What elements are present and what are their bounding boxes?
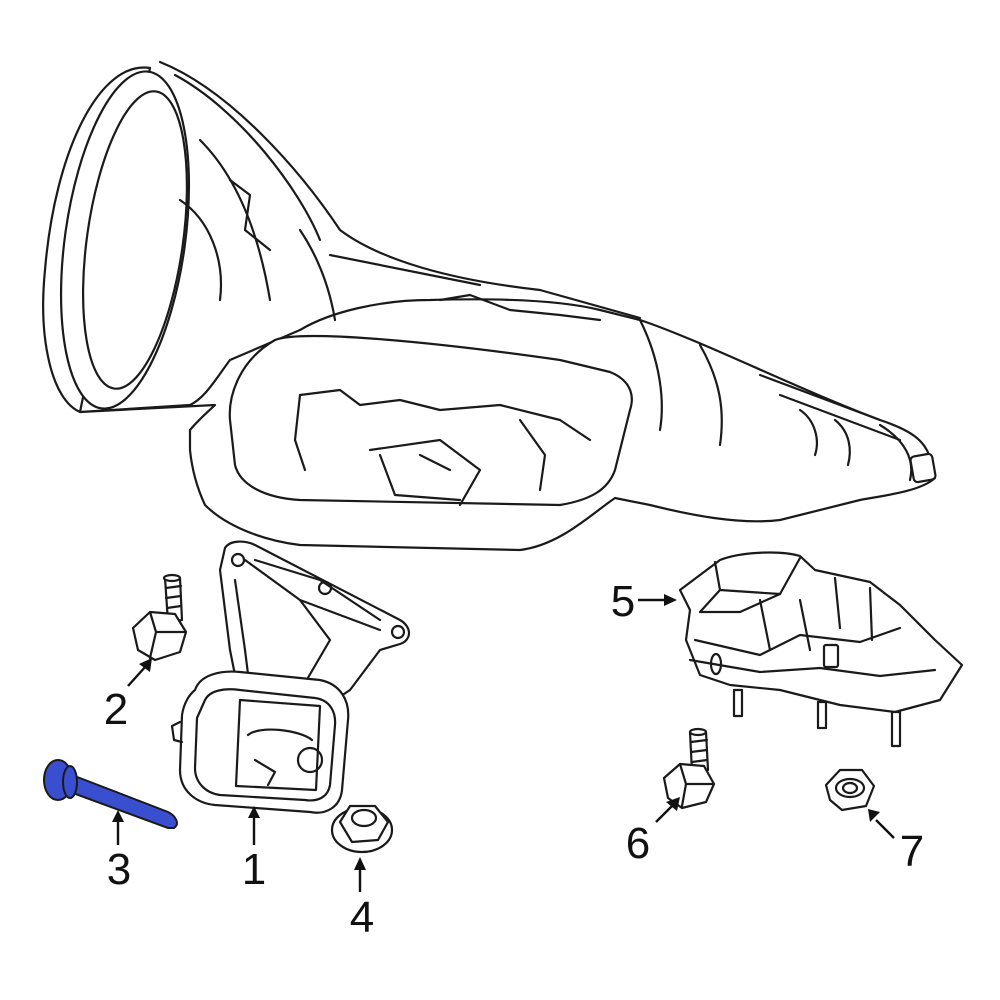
part-5-mount-bracket [678,551,964,748]
part-1-mount-bracket [170,540,411,814]
callout-arrows [112,594,895,892]
callout-4: 4 [350,893,374,942]
part-4-flange-nut [330,804,394,854]
part-6-flange-bolt [662,727,716,810]
part-2-flange-bolt [131,573,188,662]
callout-5: 5 [611,577,635,626]
callout-6: 6 [626,819,650,868]
part-3-long-bolt [43,759,178,829]
callout-3: 3 [107,845,131,894]
part-7-hex-nut [824,768,876,812]
callout-7: 7 [900,827,924,876]
callout-2: 2 [104,685,128,734]
callout-1: 1 [242,845,266,894]
transmission-housing [42,60,937,552]
